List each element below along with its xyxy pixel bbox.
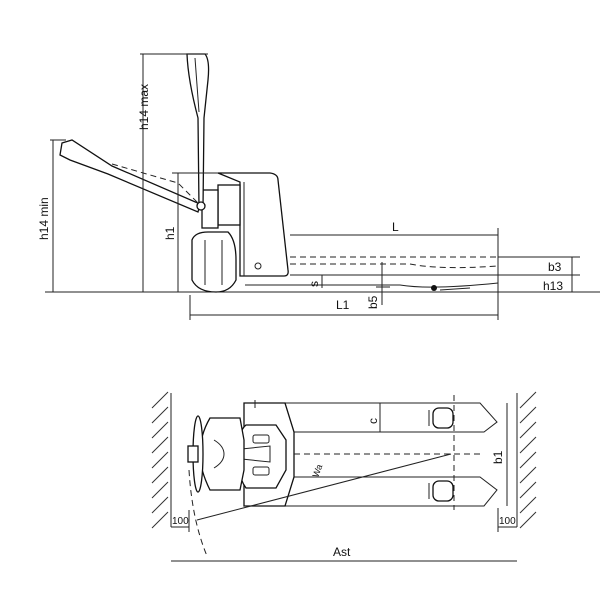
forks-top xyxy=(244,402,498,507)
label-ast: Ast xyxy=(333,545,351,559)
label-b5: b5 xyxy=(366,295,380,309)
label-b3: b3 xyxy=(548,260,562,274)
side-view: h14 max h14 min h1 L L1 b3 h13 s b5 xyxy=(37,53,600,320)
label-L: L xyxy=(392,220,399,234)
top-view: c b1 Wa 100 100 Ast xyxy=(151,391,537,562)
chassis-top xyxy=(187,400,295,507)
turning-radius-line xyxy=(196,453,452,521)
wall-right xyxy=(516,391,537,529)
label-h14-max: h14 max xyxy=(137,84,151,130)
chassis-side xyxy=(191,172,289,293)
load-roller xyxy=(431,285,437,291)
label-h13: h13 xyxy=(543,279,563,293)
drive-wheel xyxy=(191,231,237,293)
label-wa: Wa xyxy=(310,463,324,479)
tiller-lowered xyxy=(59,139,206,213)
label-c: c xyxy=(366,418,380,424)
label-L1: L1 xyxy=(336,298,350,312)
label-b1: b1 xyxy=(491,450,505,464)
dimension-lines-side xyxy=(50,53,580,320)
label-h1: h1 xyxy=(163,226,177,240)
load-roller-top xyxy=(432,407,454,429)
load-roller-bottom xyxy=(432,480,454,502)
tiller-upright xyxy=(186,53,210,209)
label-s: s xyxy=(307,281,321,287)
label-clearance-left: 100 xyxy=(172,516,189,527)
label-h14-min: h14 min xyxy=(37,197,51,240)
turning-arc xyxy=(188,469,208,557)
label-clearance-right: 100 xyxy=(499,516,516,527)
wall-left xyxy=(151,391,172,529)
